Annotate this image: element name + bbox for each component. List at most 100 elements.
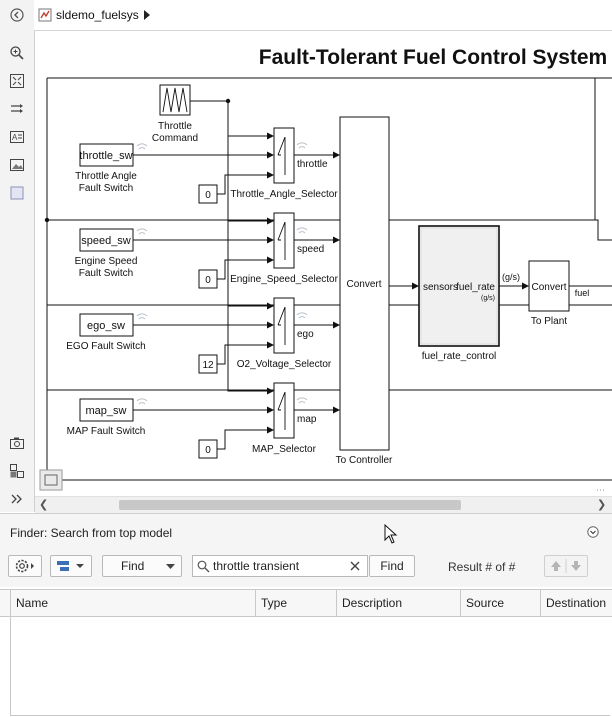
find-type-label: Find <box>121 559 145 573</box>
throttle-command-label-1: Throttle <box>158 121 192 132</box>
ego-constant-wire <box>217 341 274 365</box>
finder-toolbar: Find Find Result # of # <box>0 549 612 587</box>
speed-constant-value: 0 <box>205 275 211 286</box>
model-icon <box>38 8 52 22</box>
canvas-horizontal-scrollbar[interactable]: ❮ ❯ <box>35 496 612 513</box>
map-constant-wire <box>217 426 274 450</box>
scrollbar-thumb[interactable] <box>119 500 461 510</box>
throttle-selector-signal-icon <box>296 142 308 149</box>
clear-search-icon[interactable] <box>350 561 360 571</box>
fuel-rate-control-caption: fuel_rate_control <box>422 351 497 362</box>
to-plant-caption: To Plant <box>531 316 567 327</box>
explorer-bar-toggle[interactable] <box>39 469 63 491</box>
screenshot-icon[interactable] <box>8 434 26 452</box>
throttle-switch-label: Fault Switch <box>79 183 133 194</box>
feedback-wires <box>46 77 612 481</box>
ego-selector-glyph <box>277 306 286 345</box>
column-header-destination[interactable]: Destination <box>546 596 607 610</box>
model-canvas[interactable]: Fault-Tolerant Fuel Control System Throt… <box>35 31 612 496</box>
scroll-left-icon[interactable]: ❮ <box>39 499 49 511</box>
finder-results-table[interactable]: Name Type Description Source Destination <box>0 589 612 717</box>
editor-toolstrip: A <box>0 0 35 512</box>
speed-selector-signal-icon <box>296 227 308 234</box>
ego-constant-value: 12 <box>202 360 214 371</box>
image-icon[interactable] <box>8 156 26 174</box>
map-selector-block[interactable] <box>273 382 295 439</box>
expand-icon[interactable] <box>8 490 26 508</box>
finder-search-box[interactable] <box>192 555 368 577</box>
map-selector-glyph <box>277 391 286 430</box>
scroll-right-icon[interactable]: ❯ <box>597 499 607 511</box>
to-plant-label: Convert <box>531 282 566 293</box>
scroll-indicator-icon: ⋯ <box>596 485 605 495</box>
finder-settings-button[interactable] <box>8 555 42 577</box>
map-selector-signal-icon <box>296 397 308 404</box>
breadcrumb-model-name[interactable]: sldemo_fuelsys <box>56 8 139 22</box>
throttle-switch-signal-icon <box>136 143 148 150</box>
column-header-name[interactable]: Name <box>10 590 256 616</box>
fuel-rate-control-in-port: sensors <box>423 282 458 293</box>
speed-selector-name: Engine_Speed_Selector <box>230 274 339 285</box>
zoom-in-icon[interactable] <box>8 44 26 62</box>
mouse-cursor-icon <box>384 524 398 544</box>
finder-scope-button[interactable] <box>50 555 92 577</box>
area-icon[interactable] <box>8 184 26 202</box>
block-diagram[interactable]: Fault-Tolerant Fuel Control System Throt… <box>35 31 612 496</box>
back-icon[interactable] <box>8 6 26 24</box>
ego-switch-signal-icon <box>136 313 148 320</box>
finder-options-chevron-icon[interactable] <box>587 526 599 538</box>
speed-switch-name: speed_sw <box>81 235 131 247</box>
column-header-source[interactable]: Source <box>461 590 541 616</box>
gear-icon <box>15 559 34 573</box>
ego-selector-block[interactable] <box>273 297 295 354</box>
fuel-rate-control-block[interactable] <box>418 225 500 347</box>
model-browser-icon[interactable] <box>8 462 26 480</box>
to-controller-label: Convert <box>346 279 381 290</box>
speed-switch-label: Fault Switch <box>79 268 133 279</box>
fuel-rate-signal-unit: (g/s) <box>502 272 520 282</box>
speed-selector-glyph <box>277 221 286 260</box>
throttle-constant-wire <box>217 171 274 195</box>
finder-panel-header: Finder: Search from top model <box>0 513 612 550</box>
result-navigation[interactable] <box>544 555 588 577</box>
fit-to-view-icon[interactable] <box>8 72 26 90</box>
breadcrumb-arrow-icon[interactable] <box>143 10 151 20</box>
find-button[interactable]: Find <box>369 555 415 577</box>
diagram-title: Fault-Tolerant Fuel Control System <box>259 46 607 69</box>
result-count: Result # of # <box>448 560 516 574</box>
route-lines-icon[interactable] <box>8 100 26 118</box>
finder-title: Finder: Search from top model <box>10 526 173 540</box>
model-hierarchy-icon <box>57 561 84 571</box>
results-table-header: Name Type Description Source Destination <box>0 590 612 617</box>
ego-selector-signal-icon <box>296 312 308 319</box>
map-switch-name: map_sw <box>86 405 127 417</box>
map-switch-label: MAP Fault Switch <box>67 426 146 437</box>
svg-text:A: A <box>12 133 18 142</box>
speed-signal-label: speed <box>297 244 324 255</box>
search-icon <box>197 560 210 573</box>
ego-switch-name: ego_sw <box>87 320 125 332</box>
throttle-selector-glyph <box>277 136 286 175</box>
ego-signal-label: ego <box>297 329 314 340</box>
speed-selector-block[interactable] <box>273 212 295 269</box>
column-header-type[interactable]: Type <box>256 590 337 616</box>
map-constant-value: 0 <box>205 445 211 456</box>
column-header-description[interactable]: Description <box>337 590 461 616</box>
model-breadcrumb: sldemo_fuelsys <box>34 0 612 31</box>
throttle-constant-value: 0 <box>205 190 211 201</box>
ego-switch-label: EGO Fault Switch <box>66 341 145 352</box>
annotation-icon[interactable]: A <box>8 128 26 146</box>
throttle-signal-label: throttle <box>297 159 328 170</box>
speed-constant-wire <box>217 256 274 280</box>
throttle-selector-name: Throttle_Angle_Selector <box>230 189 338 200</box>
find-type-dropdown[interactable]: Find <box>102 555 182 577</box>
map-selector-name: MAP_Selector <box>252 444 317 455</box>
ego-selector-name: O2_Voltage_Selector <box>237 359 332 370</box>
throttle-selector-block[interactable] <box>273 127 295 184</box>
throttle-switch-name: throttle_sw <box>79 150 132 162</box>
fuel-rate-control-out-unit: (g/s) <box>481 295 495 302</box>
finder-search-input[interactable] <box>213 558 349 574</box>
navigate-up-down-icon <box>551 559 581 573</box>
to-controller-block[interactable] <box>339 116 390 451</box>
speed-switch-signal-icon <box>136 228 148 235</box>
